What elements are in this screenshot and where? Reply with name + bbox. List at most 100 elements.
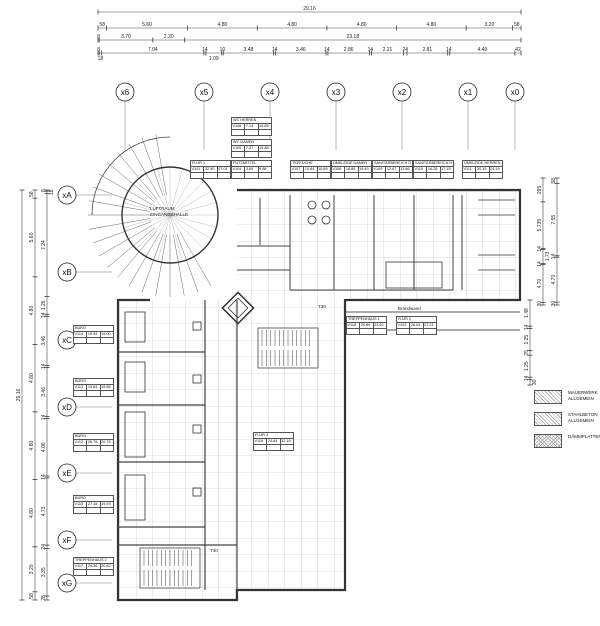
stair-tread — [141, 137, 164, 197]
dimension-label: 14 — [524, 324, 530, 330]
room-number: V115 — [74, 502, 88, 507]
axis-marker — [57, 397, 77, 417]
dimension-label: 18 — [98, 56, 104, 62]
room-number: V105 — [232, 146, 246, 151]
room-name: BÜRO — [74, 496, 113, 502]
room-area: 19.94 — [87, 332, 101, 337]
dimension-label: 14 — [537, 261, 543, 267]
dimension-label: 4.80 — [29, 306, 35, 316]
dimension-label: 4.73 — [41, 506, 47, 516]
room-perimeter: 23.62 — [374, 323, 384, 327]
dimension-label: 3.20 — [485, 22, 495, 28]
axis-marker — [392, 82, 412, 102]
room-area: 7.37 — [245, 146, 259, 151]
room-number: V116 — [254, 439, 268, 444]
stairwell-2 — [139, 547, 201, 589]
legend-label-sub: ALLGEMEIN — [568, 396, 594, 401]
dimension-label: 3.35 — [41, 567, 47, 577]
dimension-label: 14 — [368, 47, 374, 53]
room-number: V107 — [291, 167, 305, 172]
dimension-label: 4.49 — [477, 47, 487, 53]
dimension-label: 4.70 — [537, 278, 543, 288]
stair-tread — [107, 162, 155, 203]
room-perimeter: 15.88 — [259, 146, 269, 150]
room-name: SANITÄRBEREICH D — [373, 161, 412, 167]
stair-tread — [92, 186, 152, 209]
dimension-label: 30 — [537, 301, 543, 307]
stair-tread — [141, 233, 164, 293]
room-number: V106 — [232, 124, 246, 129]
legend-swatch — [534, 412, 562, 426]
dimension-label: 14 — [324, 47, 330, 53]
dimension-label: 8 — [97, 47, 100, 53]
room-area: 20.89 — [360, 323, 374, 328]
axis-marker — [57, 185, 77, 205]
room-area: 20.36 — [87, 564, 101, 569]
inner-walls-north — [237, 195, 463, 291]
axis-label: xA — [62, 191, 72, 200]
stair-tread — [117, 152, 158, 200]
stair-tread — [92, 221, 152, 244]
dimension-label: 4.80 — [357, 22, 367, 28]
dimension-label: 4.80 — [287, 22, 297, 28]
axis-label: x5 — [200, 88, 209, 97]
axis-label: x2 — [398, 88, 407, 97]
room-perimeter: 19.00 — [101, 332, 111, 336]
room-area: 32.90 — [204, 167, 218, 172]
axis-label: xD — [62, 403, 72, 412]
axis-marker — [57, 463, 77, 483]
axis-label: xE — [62, 469, 71, 478]
room-name: BÜRO — [74, 434, 113, 440]
axis-label: x3 — [332, 88, 341, 97]
axis-marker — [115, 82, 135, 102]
dimension-label: 25 — [524, 350, 530, 356]
dimension-label: 30 — [532, 379, 538, 385]
dimension-label: 8 — [97, 34, 100, 40]
room-perimeter: 17.15 — [441, 167, 451, 171]
axis-marker — [326, 82, 346, 102]
void-label-2: EINGANGSHALLE — [150, 212, 188, 217]
dimension-label: 58 — [99, 22, 105, 28]
room-number: V117 — [74, 564, 88, 569]
room-name: FLUR 2 — [397, 317, 436, 323]
stair-tread — [155, 234, 167, 296]
dimension-label: 14 — [272, 47, 278, 53]
room-name: WC HERREN — [232, 118, 271, 124]
room-area: 10.84 — [304, 167, 318, 172]
room-area: 16.28 — [427, 167, 441, 172]
dimension-label: 4.80 — [29, 441, 35, 451]
room-number: V111 — [463, 167, 477, 172]
room-perimeter: 16.89 — [318, 167, 328, 171]
room-area: 19.84 — [87, 385, 101, 390]
outer-wall — [116, 188, 522, 602]
room-name: FLUR 3 — [254, 433, 293, 439]
dimension-label: 4.80 — [29, 508, 35, 518]
axis-label: x1 — [464, 88, 473, 97]
room-area: 26.04 — [410, 323, 424, 328]
dimension-label: 28 — [41, 595, 47, 601]
dimension-label: 58 — [514, 22, 520, 28]
room-name: SANITÄRBEREICH H — [414, 161, 453, 167]
dimension-label: 4.80 — [29, 373, 35, 383]
dimension-label: 2.86 — [344, 47, 354, 53]
dimension-label: 14 — [524, 375, 530, 381]
dimension-label: 2.81 — [422, 47, 432, 53]
room-number: V118 — [347, 323, 361, 328]
room-number: V101 — [191, 167, 205, 172]
dimension-label: 3.20 — [29, 564, 35, 574]
stair-tread — [89, 218, 151, 230]
room-area: 12.67 — [386, 167, 400, 172]
stair-tread — [155, 134, 167, 196]
room-number: V108 — [332, 167, 346, 172]
dimension-label: 1.25 — [524, 335, 530, 345]
dimension-label: 30 — [551, 301, 557, 307]
dimension-label: 58 — [29, 191, 35, 197]
room-name: BÜRO — [74, 379, 113, 385]
room-perimeter: 19.49 — [359, 167, 369, 171]
legend-label: DÄMMPLATTEN — [568, 434, 600, 439]
